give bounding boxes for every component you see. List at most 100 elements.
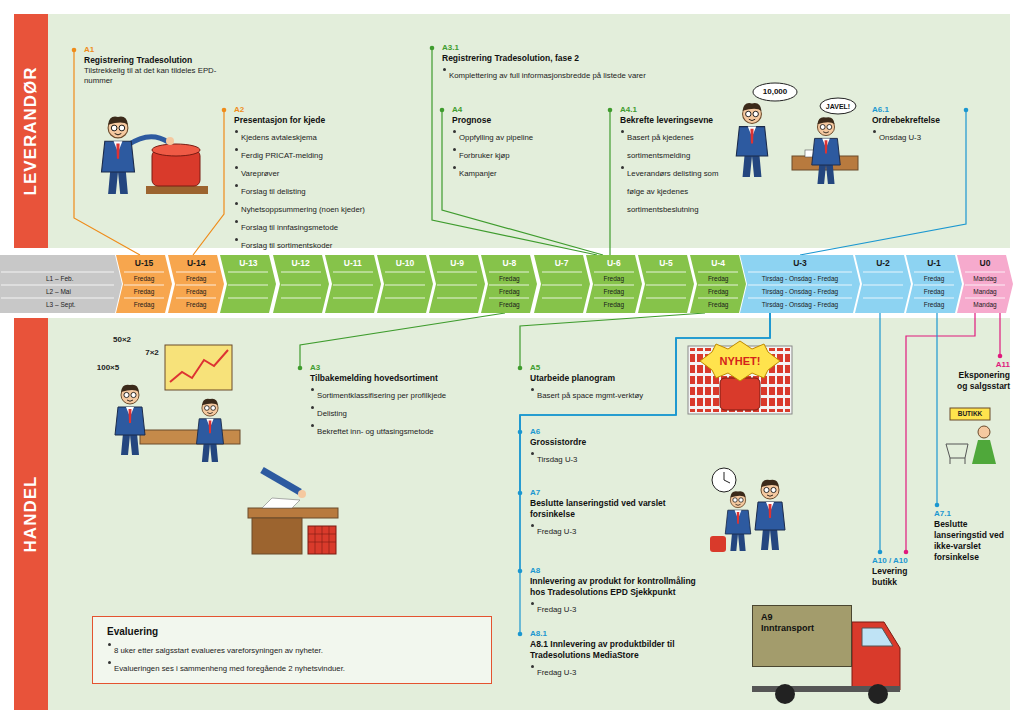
activity-block: A10 / A10Levering butikk [872,552,930,588]
bullet-text: Fredag U-3 [537,527,576,536]
row-divider [228,298,268,299]
illustration-text: 7×2 [145,349,159,357]
period-band: L1 – Feb.L2 – MaiL3 – Sept. [0,255,122,313]
bullet-item: Basert på kjedenes sortimentsmelding [620,126,730,162]
connector-dot [430,46,435,51]
section-title: HANDEL [21,476,41,553]
row-divider [281,298,321,299]
bullet-text: 8 uker etter salgsstart evalueres varefo… [114,646,323,655]
clock-illustration [724,472,730,483]
truck-cab [862,628,893,646]
clock-illustration [755,480,785,550]
row-divider [228,285,268,286]
bullet-dot [311,388,314,391]
activity-code: A3.1 [442,42,704,53]
bullet-item: Leverandørs delisting som følge av kjede… [620,162,730,216]
chart-illustration [165,345,232,390]
week-label: U-12 [280,255,322,272]
bullet-dot [235,202,238,205]
meeting-illustration [812,117,841,184]
bullet-text: Vareprøver [241,169,279,178]
activity-title: Presentasjon for kjede [234,115,400,126]
bullet-text: Fredag U-3 [537,605,576,614]
chevron-fill [690,255,746,313]
bullet-text: Basert på kjedenes sortimentsmelding [627,133,694,160]
chevron-fill [429,255,485,313]
activity-code: A6 [530,426,660,437]
desk-illustration [252,518,302,554]
week-chevron: U0MandagMandagMandag [957,255,1013,313]
weekday-label: Fredag [697,272,739,285]
week-label: U-7 [541,255,583,272]
bullet-dot [531,665,534,668]
bullet-item: Nyhetsoppsummering (noen kjeder) [234,198,400,216]
bullet-dot [621,130,624,133]
bullet-text: Bekreftet inn- og utfasingsmetode [317,427,434,436]
row-divider [646,298,686,299]
activity-title: Innlevering av produkt for kontrollmålin… [530,576,710,598]
bullet-dot [235,184,238,187]
row-divider [385,272,425,273]
chart-illustration [140,430,240,444]
activity-code: A2 [234,104,400,115]
row-divider [914,285,954,286]
bullet-item: Vareprøver [234,162,400,180]
week-chevron: U-14FredagFredagFredag [168,255,224,313]
row-divider [124,298,164,299]
bullet-item: Komplettering av full informasjonsbredde… [442,64,704,82]
bullet-dot [108,661,111,664]
weekday-label: Fredag [913,272,955,285]
week-label: U-9 [436,255,478,272]
row-divider [437,285,477,286]
bullet-text: Kampanjer [459,169,497,178]
row-divider [333,298,373,299]
chart-illustration [170,350,228,382]
activity-title: Registrering Tradesolution, fase 2 [442,53,704,64]
activity-code: A4 [452,104,582,115]
shelf-illustration [688,341,792,414]
bullet-item: 8 uker etter salgsstart evalueres varefo… [107,639,477,657]
row-divider [748,298,852,299]
chevron-fill [534,255,590,313]
bullet-text: Delisting [317,409,347,418]
timeline-connector [878,313,883,554]
activity-code: A4.1 [620,104,730,115]
week-label: U-11 [332,255,374,272]
activity-title: Prognose [452,115,582,126]
connector-line [193,110,224,255]
bullet-item: Kjedens avtaleskjema [234,126,400,144]
bullet-item: Oppfylling av pipeline [452,126,582,144]
bullet-dot [235,148,238,151]
row-divider [333,285,373,286]
bullet-text: Forbruker kjøp [459,151,510,160]
activity-title: Tilbakemelding hovedsortiment [310,373,500,384]
row-divider [646,272,686,273]
bullet-item: Delisting [310,402,500,420]
row-divider [437,298,477,299]
pot-illustration [152,144,200,156]
row-divider [594,272,634,273]
week-label: U-10 [384,255,426,272]
period-label: L3 – Sept. [46,298,122,311]
row-divider [914,298,954,299]
weekday-label: Fredag [175,272,217,285]
bullet-dot [311,424,314,427]
chevron-fill [273,255,329,313]
bullet-item: Ferdig PRICAT-melding [234,144,400,162]
week-label: U-14 [175,255,217,272]
desk-illustration [248,508,338,518]
week-chevron: U-15FredagFredagFredag [116,255,172,313]
week-label: U-5 [645,255,687,272]
weekday-label: Mandag [964,285,1006,298]
row-divider [124,272,164,273]
box-title: Evaluering [107,625,477,639]
week-label: U-1 [913,255,955,272]
chevron-fill [481,255,537,313]
shelf-illustration [700,341,780,381]
timeline-connector [193,108,226,255]
bullet-dot [235,220,238,223]
week-chevron: U-8FredagFredagFredag [481,255,537,313]
activity-text: Tilstrekkelig til at det kan tildeles EP… [84,66,219,86]
activity-block: A8Innlevering av produkt for kontrollmål… [520,565,710,616]
timeline-connector [518,313,770,434]
